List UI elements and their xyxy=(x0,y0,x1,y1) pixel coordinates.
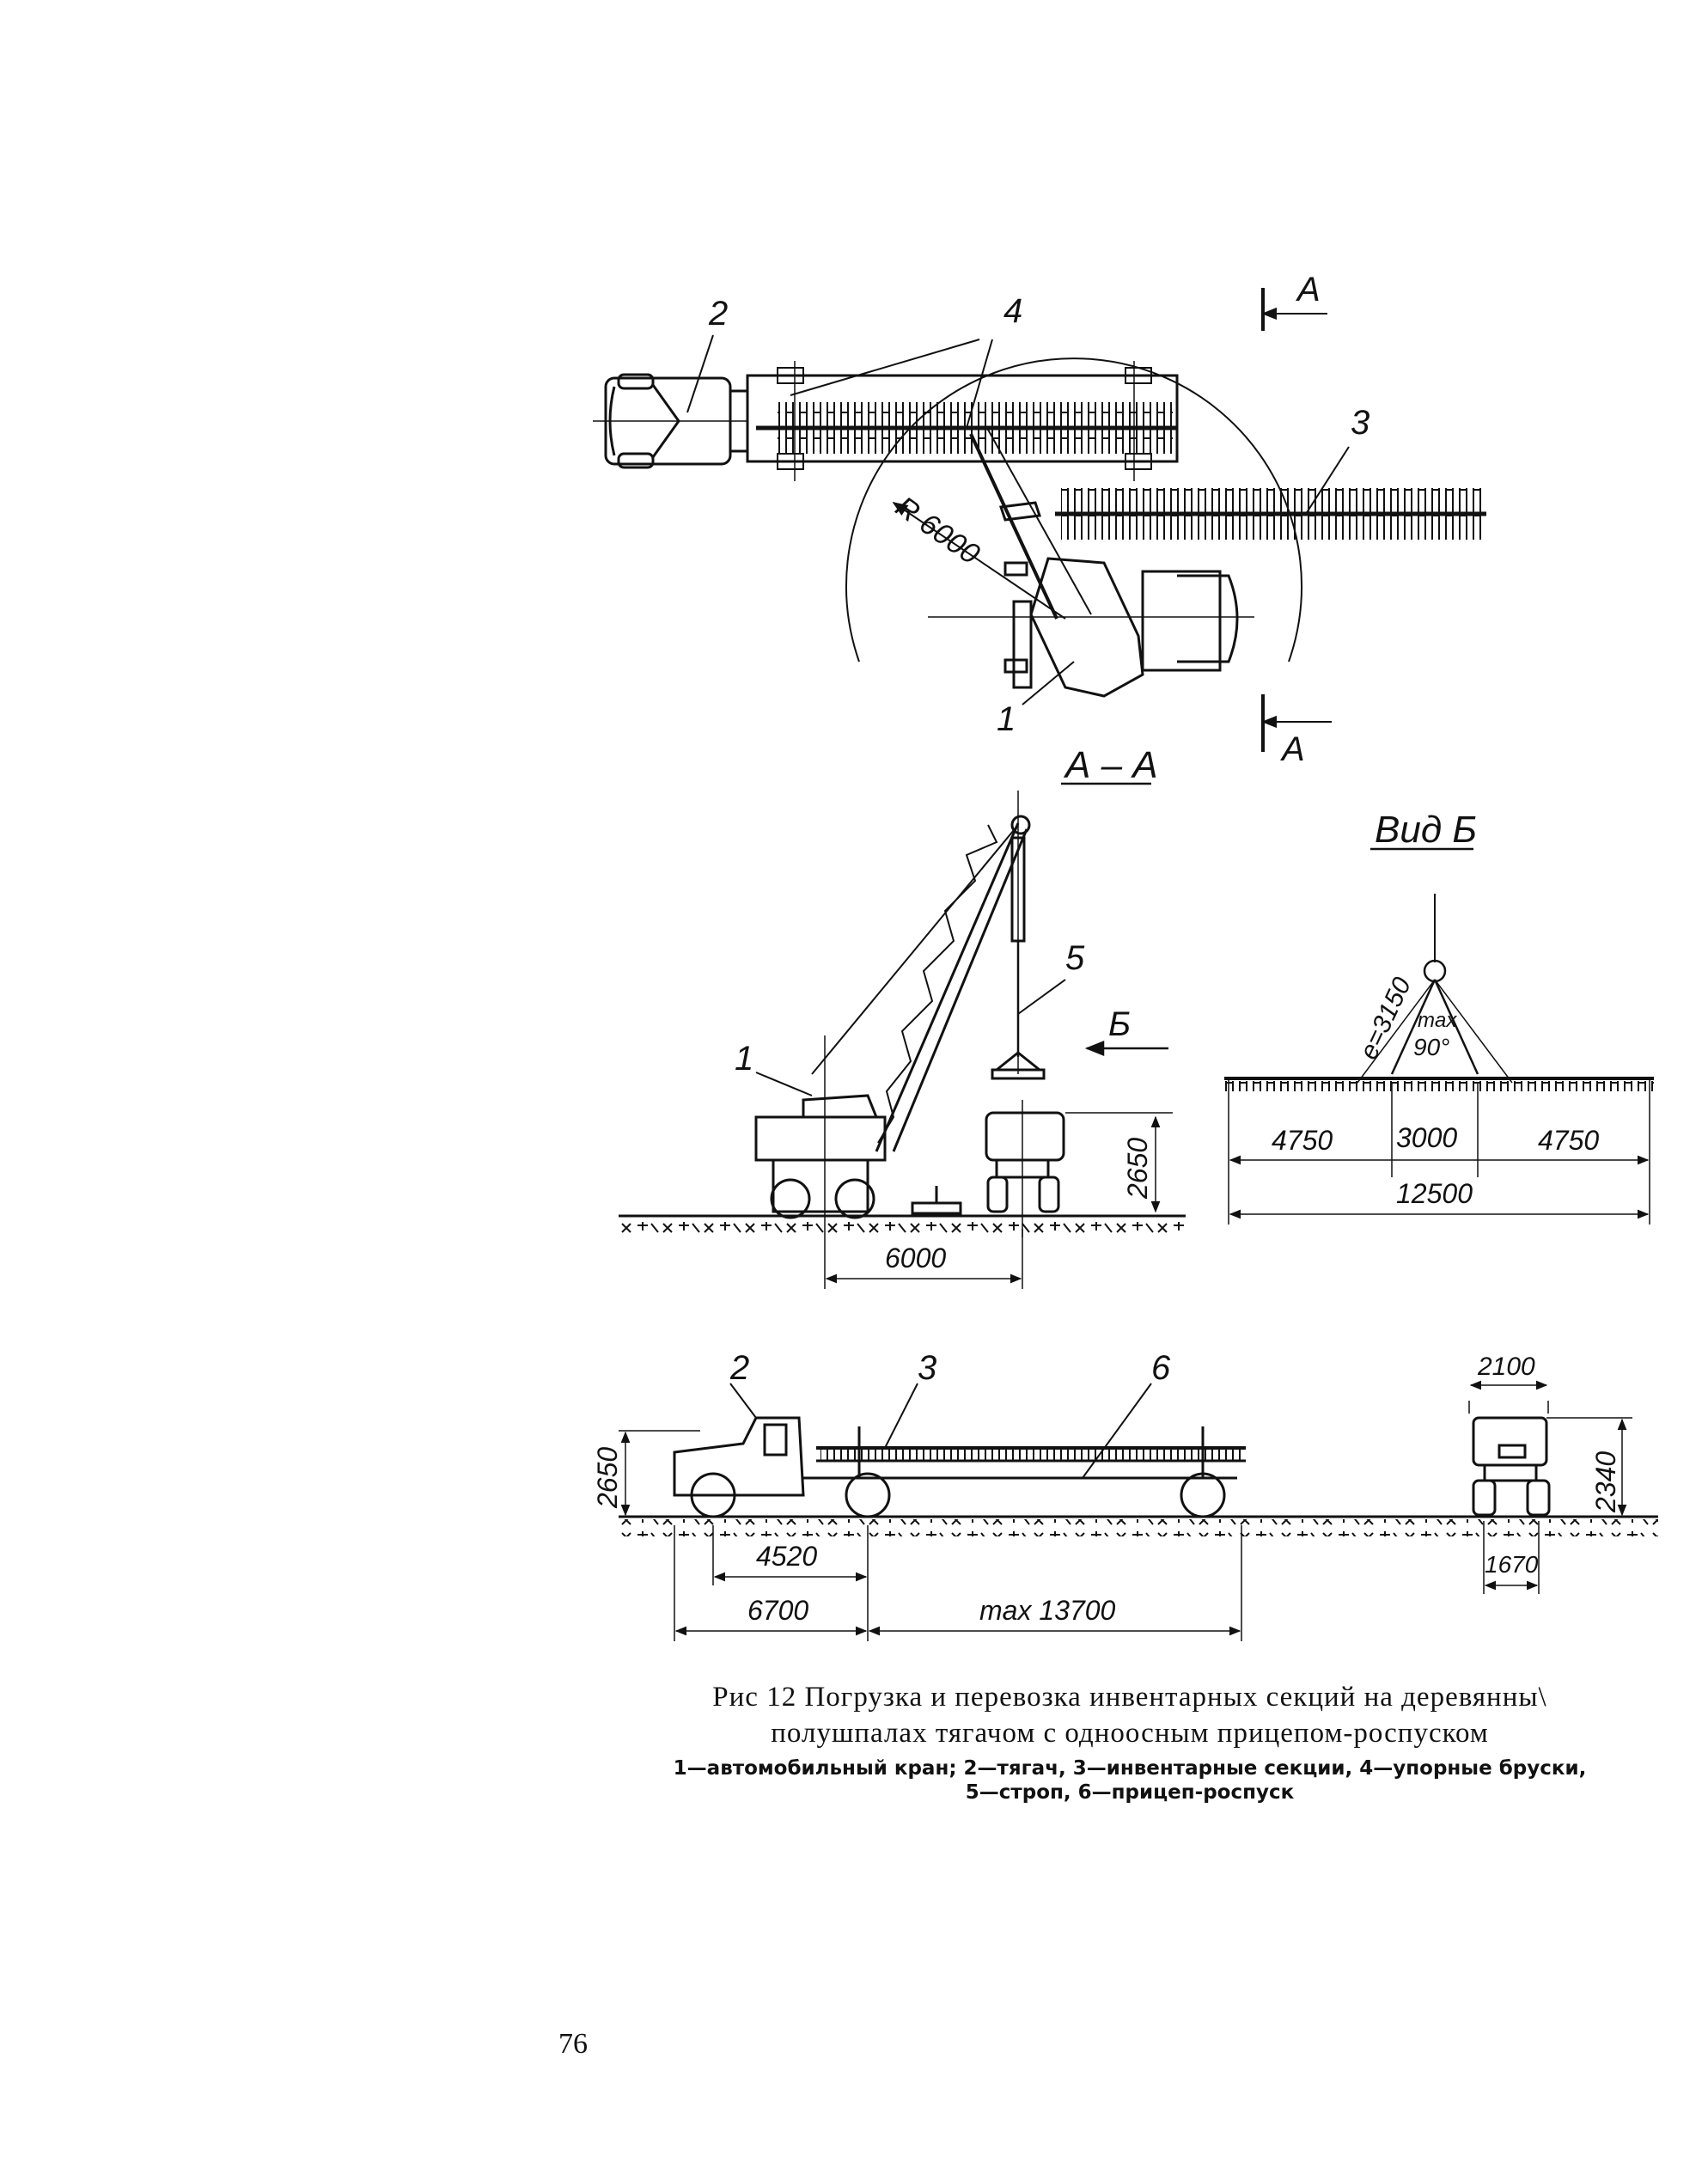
sections-on-ground xyxy=(1055,488,1486,540)
trailer-end-view-aa xyxy=(911,1100,1065,1237)
crane-plan xyxy=(928,429,1254,698)
page-number: 76 xyxy=(558,2028,588,2060)
angle-max-label: max xyxy=(1418,1009,1457,1032)
dim-4750-right: 4750 xyxy=(1538,1125,1599,1156)
tractor-plan xyxy=(593,373,749,469)
section-aa-title: А – А xyxy=(1063,744,1158,786)
callout-1-aa: 1 xyxy=(735,1040,753,1078)
callout-2-transport: 2 xyxy=(729,1349,749,1387)
callout-4-plan: 4 xyxy=(1003,292,1022,330)
figure-title-line-2: полушпалах тягачом с одноосным прицепом-… xyxy=(771,1718,1489,1749)
dim-4750-left: 4750 xyxy=(1272,1125,1333,1156)
section-aa-view: А – А xyxy=(619,744,1186,1289)
dim-3000: 3000 xyxy=(1396,1122,1457,1153)
dim-2650-transport: 2650 xyxy=(592,1447,623,1509)
figure-title-line-1: Рис 12 Погрузка и перевозка инвентарных … xyxy=(712,1682,1547,1713)
callout-1-plan: 1 xyxy=(997,700,1016,738)
dim-1670: 1670 xyxy=(1485,1551,1539,1578)
figure-caption: Рис 12 Погрузка и перевозка инвентарных … xyxy=(601,1679,1658,1751)
transport-view: 2650 2 3 6 4520 6700 max 13700 2100 xyxy=(592,1349,1658,1641)
crane-side xyxy=(754,791,1046,1229)
loaded-trailer-side xyxy=(816,1426,1246,1518)
view-b: Вид Б е=3150 max 90° 4750 3000 4750 1250… xyxy=(1224,809,1654,1225)
dim-6000-aa: 6000 xyxy=(885,1243,946,1273)
dim-2340: 2340 xyxy=(1590,1451,1621,1513)
callout-3-transport: 3 xyxy=(918,1349,936,1387)
dim-12500: 12500 xyxy=(1396,1178,1473,1209)
dim-2100: 2100 xyxy=(1477,1353,1535,1381)
trailer-end-view-transport xyxy=(1472,1416,1551,1517)
figure-legend-line-1: 1—автомобильный кран; 2—тягач, 3—инвента… xyxy=(673,1757,1587,1780)
section-marks: А А xyxy=(1261,271,1332,768)
dim-13700: max 13700 xyxy=(979,1595,1116,1626)
angle-90-label: 90° xyxy=(1413,1034,1449,1060)
view-b-arrow-label: Б xyxy=(1108,1005,1131,1043)
plan-view: R 6000 2 4 3 1 А А xyxy=(593,271,1486,768)
callout-5-aa: 5 xyxy=(1065,939,1085,977)
figure-legend: 1—автомобильный кран; 2—тягач, 3—инвента… xyxy=(601,1756,1658,1805)
section-mark-top: А xyxy=(1296,271,1321,308)
dim-4520: 4520 xyxy=(756,1541,817,1572)
loaded-trailer-plan xyxy=(746,361,1179,481)
plan-callouts: 2 4 3 1 xyxy=(686,292,1369,738)
callout-2-plan: 2 xyxy=(708,295,728,333)
radius-label: R 6000 xyxy=(889,490,985,571)
view-b-title: Вид Б xyxy=(1375,809,1477,851)
section-mark-bottom: А xyxy=(1280,730,1305,768)
callout-6-transport: 6 xyxy=(1151,1349,1171,1387)
tractor-side xyxy=(673,1416,1237,1518)
sling-length-label: е=3150 xyxy=(1354,973,1417,1064)
dim-2650-aa: 2650 xyxy=(1122,1138,1153,1200)
figure-legend-line-2: 5—строп, 6—прицеп-роспуск xyxy=(965,1781,1295,1804)
callout-3-plan: 3 xyxy=(1351,404,1369,442)
dim-6700: 6700 xyxy=(747,1595,808,1626)
